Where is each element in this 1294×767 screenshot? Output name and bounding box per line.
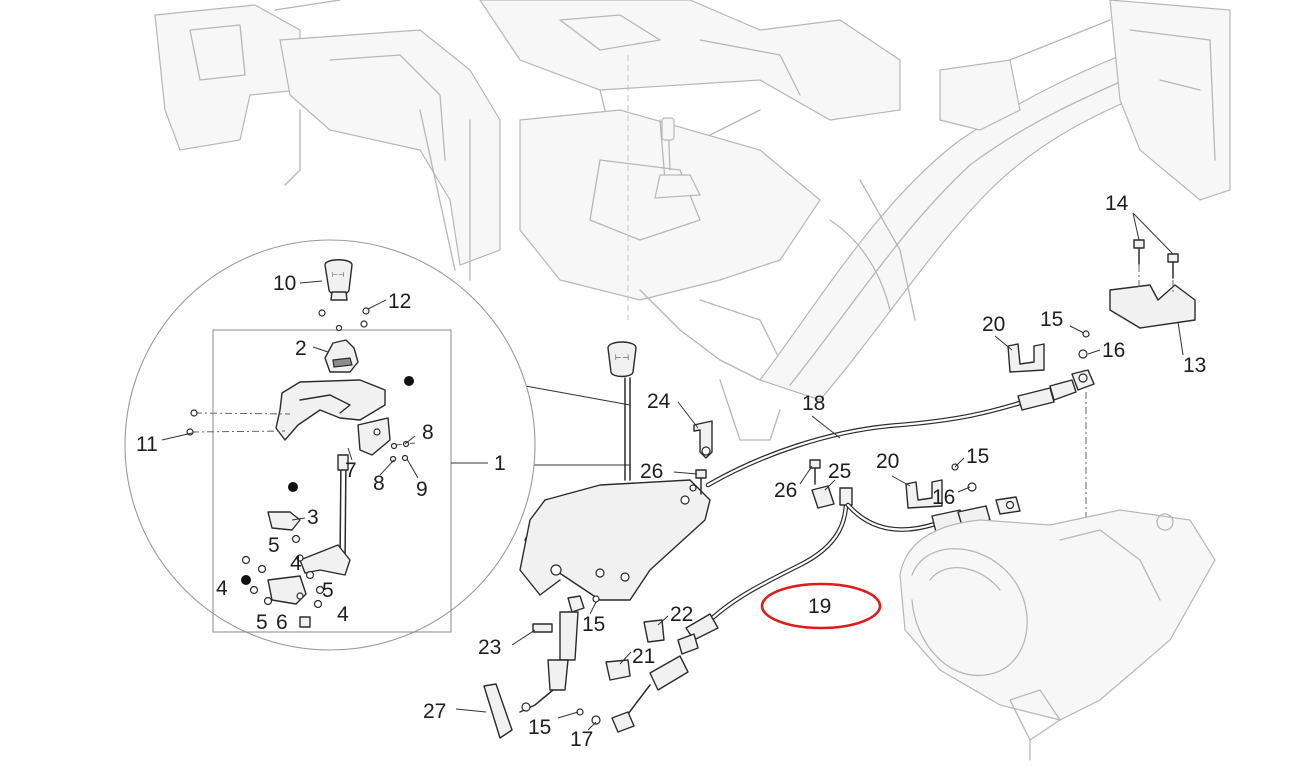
callout-10: 10 xyxy=(273,272,296,295)
svg-text:⊢⊣: ⊢⊣ xyxy=(615,353,629,362)
callout-14: 14 xyxy=(1105,192,1129,215)
callout-20b: 20 xyxy=(876,450,899,473)
callout-3: 3 xyxy=(307,506,319,529)
callout-12: 12 xyxy=(388,290,411,313)
callout-16b: 16 xyxy=(932,486,955,509)
callout-11: 11 xyxy=(136,433,158,456)
callout-1: 1 xyxy=(494,452,506,475)
cable-end-parts xyxy=(483,330,1090,739)
callout-26b: 26 xyxy=(774,479,797,502)
callout-2: 2 xyxy=(295,337,307,360)
callout-4a: 4 xyxy=(216,577,228,600)
callout-27: 27 xyxy=(423,700,446,723)
marker-dot xyxy=(241,575,251,585)
detail-view: ⊢⊣ xyxy=(124,239,631,651)
callout-15a: 15 xyxy=(1040,308,1063,331)
marker-dot xyxy=(288,482,298,492)
callout-5c: 5 xyxy=(256,611,268,634)
callout-17: 17 xyxy=(570,728,593,751)
callout-8a: 8 xyxy=(422,421,434,444)
callout-15d: 15 xyxy=(528,716,551,739)
callout-8b: 8 xyxy=(373,472,385,495)
bracket-13 xyxy=(1085,239,1196,540)
callout-9: 9 xyxy=(416,478,428,501)
callouts: 1 2 3 4 4 4 5 5 5 6 7 8 8 9 10 11 12 13 … xyxy=(136,192,1206,751)
callout-6: 6 xyxy=(276,611,288,634)
callout-24: 24 xyxy=(647,390,671,413)
callout-25: 25 xyxy=(828,460,851,483)
gearbox-ghost xyxy=(899,509,1216,761)
callout-15c: 15 xyxy=(582,613,605,636)
callout-19: 19 xyxy=(808,595,831,618)
callout-4b: 4 xyxy=(290,552,302,575)
washers-lower xyxy=(241,534,325,609)
callout-7: 7 xyxy=(345,459,357,482)
callout-21: 21 xyxy=(632,645,655,668)
callout-23: 23 xyxy=(478,636,501,659)
callout-5a: 5 xyxy=(268,534,280,557)
callout-5b: 5 xyxy=(322,579,334,602)
callout-16a: 16 xyxy=(1102,339,1125,362)
chassis-frame-ghost xyxy=(154,0,1231,441)
highlight-ellipse-part-19 xyxy=(760,582,882,630)
callout-18: 18 xyxy=(802,392,825,415)
shift-cable-18 xyxy=(705,369,1095,488)
callout-26a: 26 xyxy=(640,460,663,483)
marker-dot xyxy=(404,376,414,386)
callout-4c: 4 xyxy=(337,603,349,626)
leader-lines xyxy=(161,212,1184,731)
callout-22: 22 xyxy=(670,603,693,626)
callout-20a: 20 xyxy=(982,313,1005,336)
shift-pattern-glyph: ⊢⊣ xyxy=(332,272,344,279)
select-cable-19 xyxy=(611,487,853,733)
callout-13: 13 xyxy=(1183,354,1206,377)
shifter-assembly: ⊢⊣ xyxy=(519,341,713,601)
callout-15b: 15 xyxy=(966,445,989,468)
